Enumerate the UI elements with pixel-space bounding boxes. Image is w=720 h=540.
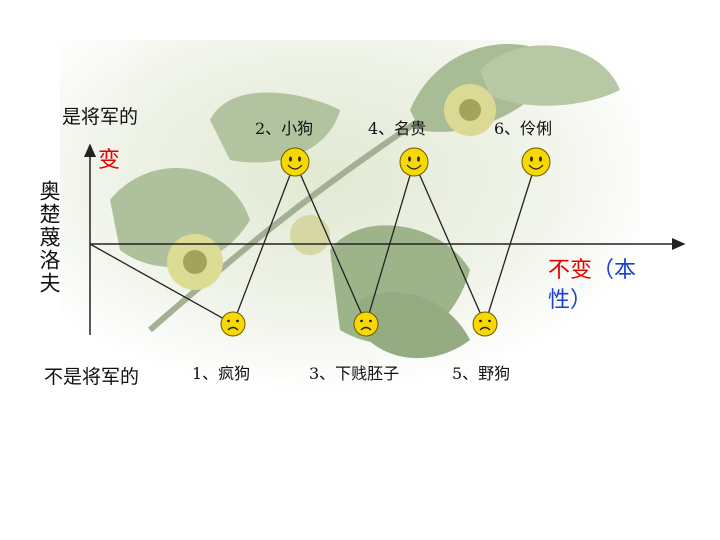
x-axis-label-red: 不变 (548, 258, 593, 283)
point-label-4: 4、名贵 (368, 119, 427, 138)
point-label-2: 2、小狗 (255, 119, 314, 138)
point-label-5: 5、野狗 (452, 364, 511, 383)
smiley-face-icon-2 (280, 147, 310, 177)
smiley-face-icon-6 (521, 147, 551, 177)
y-axis-top-label: 是将军的 (62, 106, 139, 128)
x-axis-label-blue: （本性） (548, 258, 637, 313)
y-axis-vertical-title: 奥楚蔑洛夫 (37, 180, 61, 295)
y-axis-bottom-label: 不是将军的 (44, 366, 140, 388)
point-label-6: 6、伶俐 (494, 119, 553, 138)
point-label-3: 3、下贱胚子 (309, 364, 400, 383)
background-botanical-image (60, 40, 640, 400)
frowning-face-icon-3 (353, 311, 379, 337)
frowning-face-icon-1 (220, 311, 246, 337)
y-axis-top-emphasis: 变 (98, 148, 121, 173)
frowning-face-icon-5 (472, 311, 498, 337)
smiley-face-icon-4 (399, 147, 429, 177)
point-label-1: 1、疯狗 (192, 364, 251, 383)
x-axis-label: 不变（本性） (548, 256, 668, 316)
